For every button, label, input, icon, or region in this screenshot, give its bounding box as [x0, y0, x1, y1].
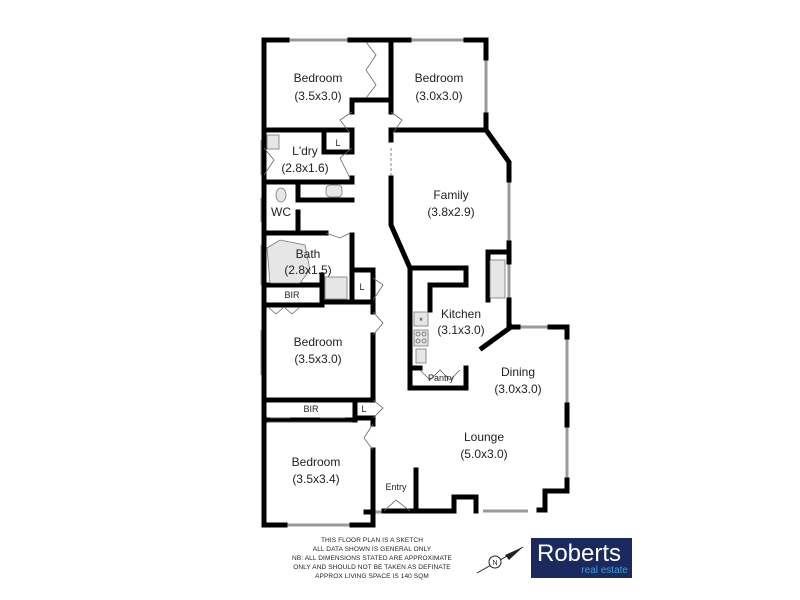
room-dims-kitchen: (3.1x3.0) [437, 323, 484, 337]
fridge-icon [413, 311, 429, 327]
laundry-sink-icon [266, 134, 280, 150]
room-dims-bath: (2.8x1.5) [284, 263, 331, 277]
room-name-bedroom1: Bedroom [294, 71, 343, 85]
room-dims-bedroom2: (3.0x3.0) [415, 89, 462, 103]
room-name-lounge: Lounge [464, 430, 504, 444]
logo-subtitle: real estate [581, 565, 628, 576]
disclaimer-text: THIS FLOOR PLAN IS A SKETCH ALL DATA SHO… [272, 536, 472, 581]
room-dims-laundry: (2.8x1.6) [281, 161, 328, 175]
room-dims-bedroom1: (3.5x3.0) [294, 89, 341, 103]
room-name-kitchen: Kitchen [441, 307, 481, 321]
linen-laundry-label: L [335, 138, 340, 148]
walls [261, 37, 570, 528]
room-name-pantry: Pantry [428, 373, 455, 383]
room-name-bedroom4: Bedroom [292, 455, 341, 469]
compass-icon: N [476, 546, 524, 574]
toilet-icon [275, 187, 287, 203]
disclaimer-line: APPROX LIVING SPACE IS 140 SQM [315, 573, 429, 580]
disclaimer-line: NB: ALL DIMENSIONS STATED ARE APPROXIMAT… [292, 555, 452, 562]
logo-name: Roberts [537, 540, 622, 567]
room-name-laundry: L'dry [292, 144, 318, 158]
room-name-wc: WC [271, 205, 291, 219]
svg-text:*: * [419, 316, 423, 326]
room-name-dining: Dining [501, 365, 535, 379]
room-dims-bedroom3: (3.5x3.0) [294, 352, 341, 366]
fixtures: * [266, 134, 506, 364]
room-dims-dining: (3.0x3.0) [494, 382, 541, 396]
basin-icon [325, 184, 343, 198]
disclaimer-line: ALL DATA SHOWN IS GENERAL ONLY [312, 546, 432, 553]
room-dims-lounge: (5.0x3.0) [460, 447, 507, 461]
room-name-entry: Entry [385, 482, 407, 492]
cooktop-icon [413, 329, 429, 347]
bathtub-icon [266, 239, 311, 284]
linen-bath-label: L [359, 282, 364, 292]
kitchen-sink-icon [489, 259, 506, 299]
bir2-label: BIR [303, 404, 319, 414]
room-name-family: Family [433, 188, 468, 202]
doors [263, 41, 461, 512]
bir1-label: BIR [284, 290, 300, 300]
room-dims-family: (3.8x2.9) [427, 205, 474, 219]
disclaimer-line: THIS FLOOR PLAN IS A SKETCH [320, 537, 424, 544]
room-name-bath: Bath [296, 247, 321, 261]
roberts-logo: Roberts real estate [531, 538, 632, 578]
room-labels: Bedroom (3.5x3.0) Bedroom (3.0x3.0) L'dr… [271, 71, 542, 492]
compass-north-label: N [492, 560, 497, 567]
disclaimer-line: ONLY AND SHOULD NOT BE TAKEN AS DEFINATE [293, 564, 451, 571]
linen-bir-label: L [361, 404, 366, 414]
room-name-bedroom3: Bedroom [294, 335, 343, 349]
oven-icon [415, 348, 427, 364]
room-name-bedroom2: Bedroom [415, 71, 464, 85]
shower-icon [324, 276, 348, 300]
room-dims-bedroom4: (3.5x3.4) [292, 472, 339, 486]
